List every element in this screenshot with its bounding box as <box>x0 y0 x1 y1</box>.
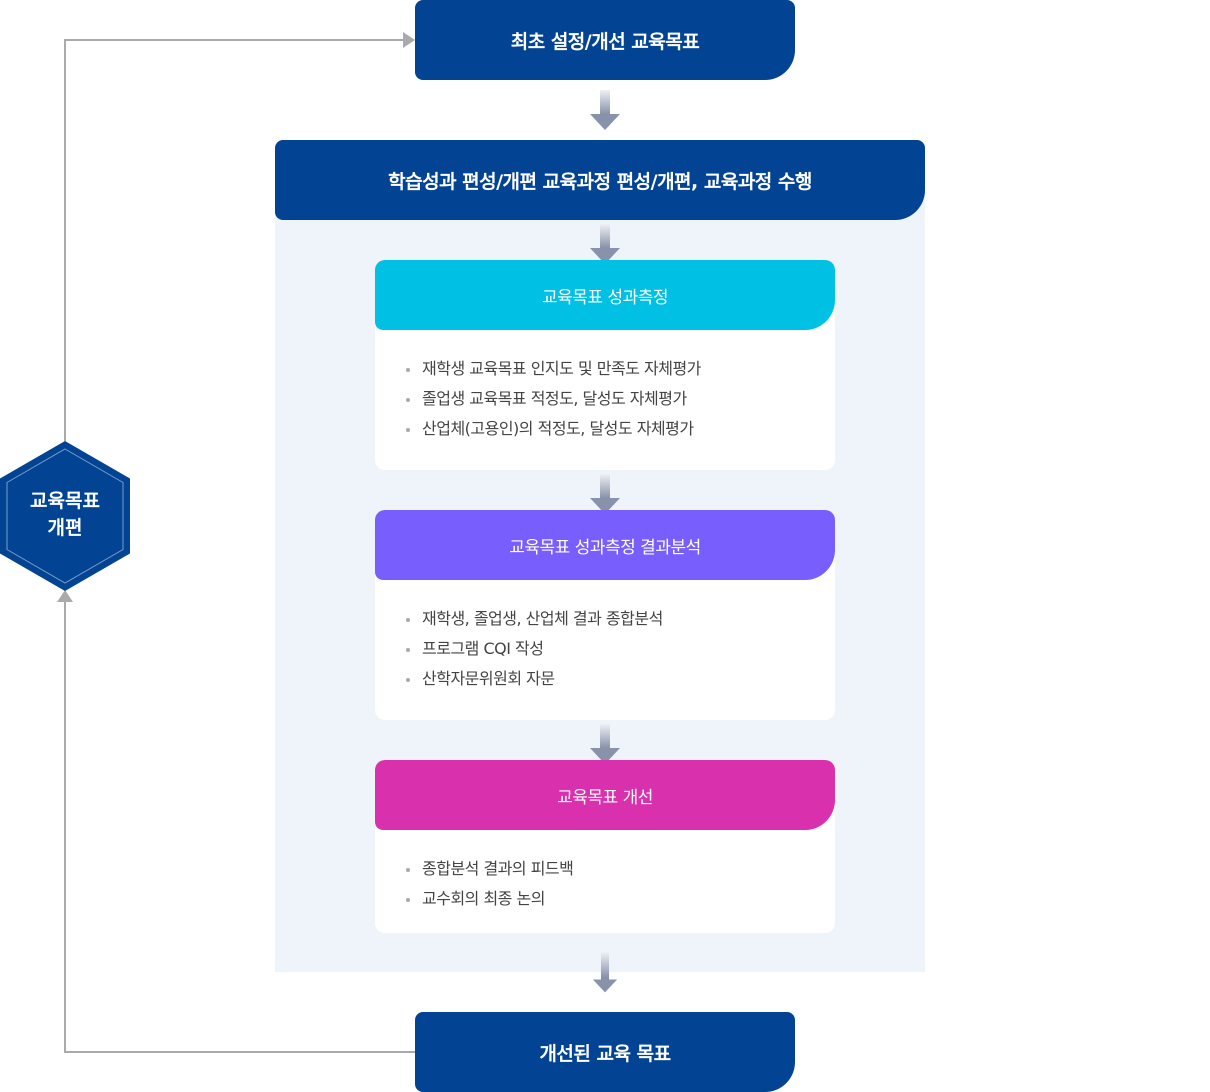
list-item: 종합분석 결과의 피드백 <box>406 854 835 884</box>
list-item: 프로그램 CQI 작성 <box>406 634 835 664</box>
arrow-down-icon <box>590 90 620 130</box>
arrowhead-right-icon <box>403 32 415 48</box>
arrow-down-icon <box>592 952 618 993</box>
card-title: 교육목표 성과측정 <box>375 260 835 330</box>
hexagon-badge <box>0 441 130 591</box>
arrow-down-icon <box>590 724 620 764</box>
list-item: 교수회의 최종 논의 <box>406 884 835 914</box>
list-item: 산학자문위원회 자문 <box>406 664 835 694</box>
arrow-down-icon <box>590 474 620 514</box>
list-item: 산업체(고용인)의 적정도, 달성도 자체평가 <box>406 414 835 444</box>
list-item: 재학생 교육목표 인지도 및 만족도 자체평가 <box>406 354 835 384</box>
arrow-down-icon <box>590 224 620 264</box>
curriculum-box: 학습성과 편성/개편 교육과정 편성/개편, 교육과정 수행 <box>275 140 925 220</box>
arrowhead-up-icon <box>57 590 73 602</box>
card-title: 교육목표 성과측정 결과분석 <box>375 510 835 580</box>
loop-line-bottom-h <box>64 1051 416 1053</box>
loop-line-top-h <box>64 39 404 41</box>
loop-line-top <box>64 39 66 441</box>
improved-goal-box: 개선된 교육 목표 <box>415 1012 795 1092</box>
hexagon-line1: 교육목표 <box>30 490 100 512</box>
loop-line-bottom <box>64 600 66 1052</box>
list-item: 졸업생 교육목표 적정도, 달성도 자체평가 <box>406 384 835 414</box>
hexagon-line2: 개편 <box>47 517 83 539</box>
list-item: 재학생, 졸업생, 산업체 결과 종합분석 <box>406 604 835 634</box>
initial-goal-box: 최초 설정/개선 교육목표 <box>415 0 795 80</box>
hexagon-label: 교육목표 개편 <box>0 488 130 542</box>
card-title: 교육목표 개선 <box>375 760 835 830</box>
